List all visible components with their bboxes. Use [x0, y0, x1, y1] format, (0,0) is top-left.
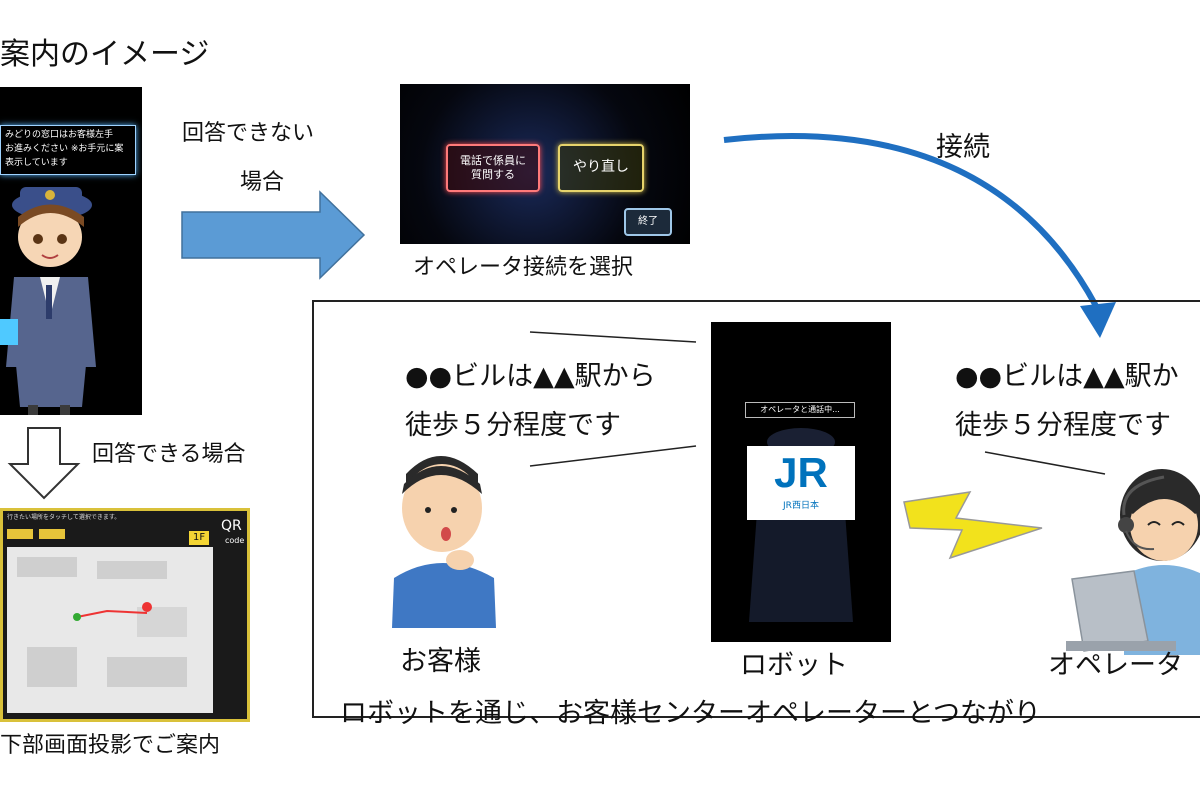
operator-select-screen: 電話で係員に 質問する やり直し 終了 — [400, 84, 690, 244]
connect-label: 接続 — [936, 132, 990, 163]
connection-box — [312, 300, 1200, 718]
retry-button[interactable]: やり直し — [558, 144, 644, 192]
guide-text-panel: みどりの窓口はお客様左手 お進みください ※お手元に案 表示しています — [0, 125, 136, 175]
call-staff-button[interactable]: 電話で係員に 質問する — [446, 144, 540, 192]
speech-left-line1: ●●ビルは▲▲駅から — [405, 361, 656, 392]
connect-arrow — [723, 133, 1116, 338]
operator-label: オペレータ — [1048, 650, 1183, 681]
guide-text-line1: みどりの窓口はお客様左手 — [5, 130, 114, 140]
down-flow-arrow — [7, 427, 81, 500]
jr-west-logo: JR JR西日本 — [747, 446, 855, 520]
guide-text-line2: お進みください ※お手元に案 — [5, 144, 124, 154]
call-staff-line2: 質問する — [471, 168, 515, 181]
guide-text-line3: 表示しています — [5, 158, 68, 168]
call-staff-line1: 電話で係員に — [460, 154, 526, 168]
no-answer-label-line1: 回答できない — [182, 121, 315, 146]
floor-badge[interactable]: 1F — [189, 531, 210, 545]
lightning-icon — [903, 491, 1043, 560]
floor-map-screen: 行きたい場所をタッチして選択できます。 1F QR code — [0, 508, 250, 722]
speech-lines-left — [529, 331, 697, 467]
speech-lines-right — [984, 451, 1106, 475]
jr-logo-mark: JR — [774, 449, 828, 496]
jr-logo-sub: JR西日本 — [783, 501, 819, 511]
no-answer-label-line2: 場合 — [240, 170, 285, 195]
floor-map[interactable] — [7, 547, 213, 713]
robot-guide-screen: みどりの窓口はお客様左手 お進みください ※お手元に案 表示しています — [0, 87, 142, 415]
speech-right-line2: 徒歩５分程度です — [955, 410, 1171, 441]
robot-call-screen: オペレータと通話中... JR JR西日本 — [711, 322, 891, 642]
station-staff-character — [0, 187, 96, 415]
connection-footer: ロボットを通じ、お客様センターオペレーターとつながり — [340, 698, 1041, 729]
map-header-text: 行きたい場所をタッチして選択できます。 — [7, 514, 121, 521]
customer-label: お客様 — [400, 646, 481, 677]
map-route — [17, 557, 187, 687]
speech-right-line1: ●●ビルは▲▲駅か — [955, 361, 1179, 392]
qr-label: QR — [221, 518, 242, 534]
end-button[interactable]: 終了 — [624, 208, 672, 236]
qr-sub: code — [225, 536, 245, 545]
customer-illustration — [392, 456, 496, 628]
page-title: 案内のイメージ — [0, 37, 210, 72]
speech-left-line2: 徒歩５分程度です — [405, 410, 621, 441]
robot-status-bar: オペレータと通話中... — [745, 402, 855, 418]
right-flow-arrow — [181, 190, 366, 280]
answer-label: 回答できる場合 — [92, 442, 246, 467]
map-caption: 下部画面投影でご案内 — [0, 733, 221, 758]
operator-select-caption: オペレータ接続を選択 — [413, 255, 634, 280]
map-filter-chip-2[interactable] — [39, 529, 65, 539]
operator-illustration — [1066, 469, 1200, 655]
robot-label: ロボット — [740, 650, 848, 681]
map-filter-chip-1[interactable] — [7, 529, 33, 539]
